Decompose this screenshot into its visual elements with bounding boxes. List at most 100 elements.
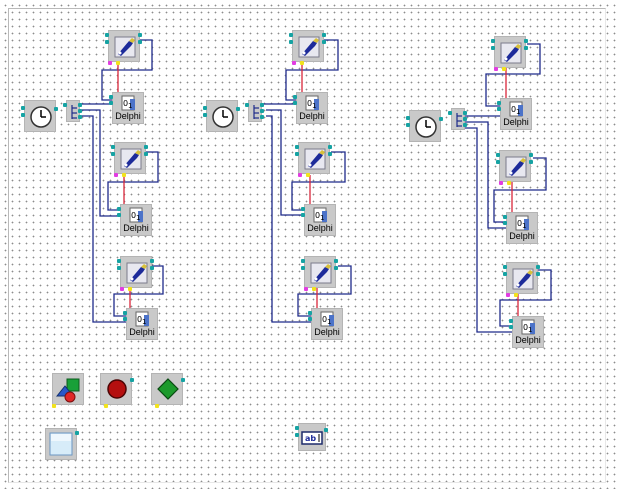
port-pin[interactable] — [295, 433, 299, 437]
port-pin[interactable] — [75, 431, 79, 435]
port-pin-yellow[interactable] — [52, 404, 56, 408]
port-pin[interactable] — [260, 115, 264, 119]
port-pin[interactable] — [524, 46, 528, 50]
port-pin[interactable] — [245, 103, 249, 107]
formula-component[interactable] — [289, 30, 326, 65]
timer-component[interactable] — [21, 100, 58, 132]
port-pin[interactable] — [138, 40, 142, 44]
port-pin-magenta[interactable] — [108, 61, 112, 65]
port-pin[interactable] — [111, 152, 115, 156]
port-pin-yellow[interactable] — [306, 173, 310, 177]
port-pin[interactable] — [301, 259, 305, 263]
splitter-component[interactable] — [63, 100, 82, 122]
port-pin[interactable] — [105, 33, 109, 37]
port-pin-yellow[interactable] — [514, 293, 518, 297]
port-pin[interactable] — [236, 107, 240, 111]
port-pin[interactable] — [293, 101, 297, 105]
port-pin[interactable] — [203, 106, 207, 110]
port-pin[interactable] — [448, 111, 452, 115]
port-pin[interactable] — [150, 266, 154, 270]
port-pin[interactable] — [295, 426, 299, 430]
port-pin[interactable] — [324, 428, 328, 432]
port-pin[interactable] — [78, 103, 82, 107]
port-pin[interactable] — [509, 325, 513, 329]
port-pin[interactable] — [117, 213, 121, 217]
port-pin-magenta[interactable] — [304, 287, 308, 291]
port-pin[interactable] — [63, 103, 67, 107]
port-pin-yellow[interactable] — [155, 404, 159, 408]
port-pin[interactable] — [301, 266, 305, 270]
port-pin[interactable] — [509, 319, 513, 323]
port-pin[interactable] — [54, 107, 58, 111]
port-pin[interactable] — [463, 111, 467, 115]
port-pin[interactable] — [21, 106, 25, 110]
port-pin[interactable] — [144, 152, 148, 156]
shape-component[interactable] — [151, 373, 185, 408]
port-pin[interactable] — [491, 46, 495, 50]
shape-component[interactable] — [100, 373, 134, 408]
timer-component[interactable] — [203, 100, 240, 132]
port-pin[interactable] — [111, 145, 115, 149]
port-pin[interactable] — [463, 123, 467, 127]
port-pin[interactable] — [322, 33, 326, 37]
port-pin[interactable] — [529, 160, 533, 164]
port-pin[interactable] — [328, 145, 332, 149]
port-pin[interactable] — [491, 39, 495, 43]
port-pin[interactable] — [503, 272, 507, 276]
port-pin[interactable] — [109, 95, 113, 99]
port-pin-yellow[interactable] — [128, 287, 132, 291]
port-pin[interactable] — [503, 265, 507, 269]
port-pin[interactable] — [503, 215, 507, 219]
port-pin[interactable] — [301, 207, 305, 211]
port-pin[interactable] — [117, 207, 121, 211]
port-pin[interactable] — [295, 152, 299, 156]
port-pin-yellow[interactable] — [300, 61, 304, 65]
port-pin-magenta[interactable] — [298, 173, 302, 177]
port-pin[interactable] — [328, 152, 332, 156]
port-pin[interactable] — [260, 109, 264, 113]
port-pin[interactable] — [144, 145, 148, 149]
formula-component[interactable] — [295, 142, 332, 177]
port-pin[interactable] — [496, 153, 500, 157]
port-pin[interactable] — [117, 259, 121, 263]
port-pin-magenta[interactable] — [506, 293, 510, 297]
port-pin[interactable] — [181, 378, 185, 382]
port-pin[interactable] — [117, 266, 121, 270]
formula-component[interactable] — [117, 256, 154, 291]
port-pin[interactable] — [289, 33, 293, 37]
port-pin[interactable] — [78, 115, 82, 119]
splitter-component[interactable] — [245, 100, 264, 122]
port-pin[interactable] — [529, 153, 533, 157]
splitter-component[interactable] — [448, 108, 467, 130]
port-pin[interactable] — [109, 101, 113, 105]
port-pin[interactable] — [497, 101, 501, 105]
port-pin-yellow[interactable] — [116, 61, 120, 65]
port-pin-magenta[interactable] — [114, 173, 118, 177]
port-pin[interactable] — [150, 259, 154, 263]
port-pin[interactable] — [21, 113, 25, 117]
port-pin[interactable] — [406, 116, 410, 120]
port-pin[interactable] — [203, 113, 207, 117]
panel-component[interactable] — [45, 428, 79, 460]
port-pin[interactable] — [138, 33, 142, 37]
port-pin-magenta[interactable] — [120, 287, 124, 291]
port-pin[interactable] — [524, 39, 528, 43]
port-pin[interactable] — [295, 145, 299, 149]
port-pin-magenta[interactable] — [494, 67, 498, 71]
port-pin-yellow[interactable] — [502, 67, 506, 71]
port-pin-yellow[interactable] — [122, 173, 126, 177]
port-pin[interactable] — [334, 266, 338, 270]
shape-component[interactable] — [52, 373, 84, 408]
port-pin[interactable] — [260, 103, 264, 107]
port-pin[interactable] — [322, 40, 326, 44]
edit-component[interactable]: ab — [295, 423, 328, 451]
port-pin[interactable] — [406, 123, 410, 127]
